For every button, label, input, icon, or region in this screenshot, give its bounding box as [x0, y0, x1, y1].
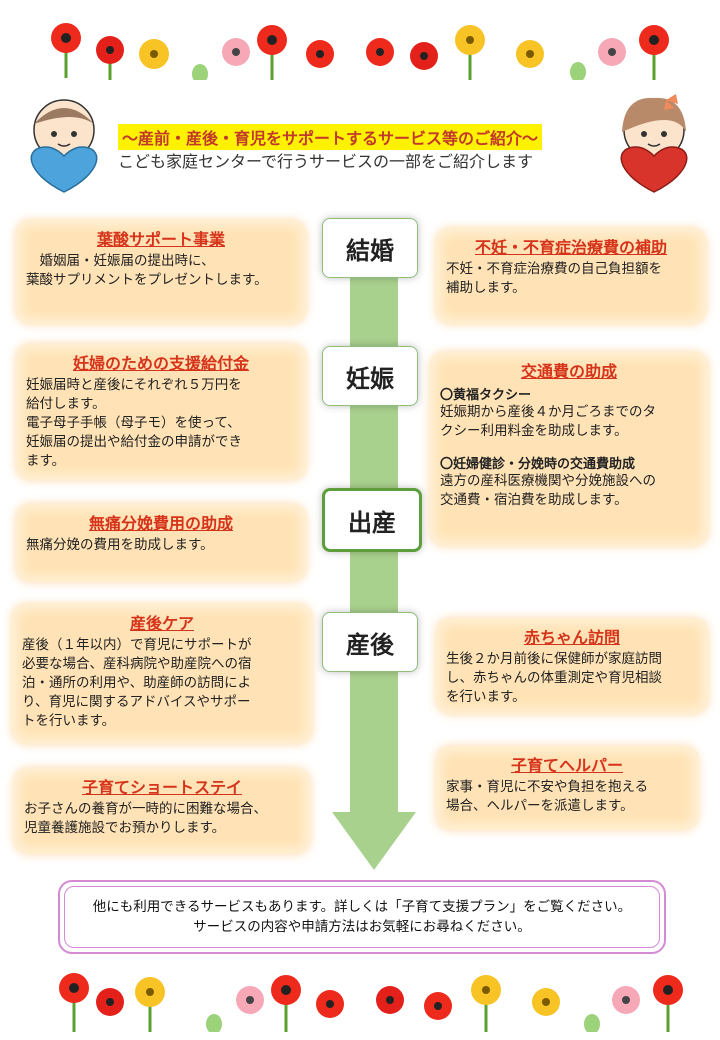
card-text: 生後２か月前後に保健師が家庭訪問 し、赤ちゃんの体重測定や育児相談 を行います。 — [446, 651, 662, 705]
card-folic-acid-support: 葉酸サポート事業 婚姻届・妊娠届の提出時に、 葉酸サプリメントをプレゼントします… — [16, 220, 306, 324]
card-short-stay: 子育てショートステイ お子さんの養育が一時的に困難な場合、 児童養護施設でお預か… — [14, 768, 310, 854]
card-text: 妊娠届時と産後にそれぞれ５万円を 給付します。 電子母子手帳（母子モ）を使って、… — [26, 377, 242, 469]
card-text: 無痛分娩の費用を助成します。 — [26, 537, 214, 553]
stage-birth: 出産 — [322, 488, 422, 552]
card-childcare-helper: 子育てヘルパー 家事・育児に不安や負担を抱える 場合、ヘルパーを派遣します。 — [436, 746, 698, 830]
card-title: 子育てショートステイ — [81, 778, 242, 797]
page-title: 〜産前・産後・育児をサポートするサービス等のご紹介〜 — [118, 124, 543, 150]
flower-border-top — [51, 23, 669, 80]
card-infertility-subsidy: 不妊・不育症治療費の補助 不妊・不育症治療費の自己負担額を 補助します。 — [436, 228, 706, 324]
footer-line-1: 他にも利用できるサービスもあります。詳しくは「子育て支援プラン」をご覧ください。 — [92, 899, 632, 915]
card-pregnancy-benefit: 妊婦のための支援給付金 妊娠届時と産後にそれぞれ５万円を 給付します。 電子母子… — [16, 344, 306, 480]
card-text: 婚姻届・妊娠届の提出時に、 葉酸サプリメントをプレゼントします。 — [26, 253, 268, 288]
stage-marriage: 結婚 — [322, 218, 418, 278]
card-title: 葉酸サポート事業 — [96, 230, 225, 249]
card-text: 遠方の産科医療機関や分娩施設への 交通費・宿泊費を助成します。 — [440, 473, 656, 508]
card-title: 無痛分娩費用の助成 — [88, 514, 233, 533]
girl-with-heart-illustration — [620, 94, 688, 193]
card-text: 妊娠期から産後４か月ごろまでのタ クシー利用料金を助成します。 — [440, 404, 656, 439]
flower-border-bottom — [59, 973, 683, 1032]
page-subtitle: こども家庭センターで行うサービスの一部をご紹介します — [118, 152, 534, 171]
card-baby-visit: 赤ちゃん訪問 生後２か月前後に保健師が家庭訪問 し、赤ちゃんの体重測定や育児相談… — [436, 618, 708, 714]
footer-note: 他にも利用できるサービスもあります。詳しくは「子育て支援プラン」をご覧ください。… — [58, 880, 666, 954]
card-transport-subsidy: 交通費の助成 〇黄福タクシー 妊娠期から産後４か月ごろまでのタ クシー利用料金を… — [430, 352, 708, 546]
card-text: お子さんの養育が一時的に困難な場合、 児童養護施設でお預かりします。 — [24, 801, 267, 836]
stage-pregnancy: 妊娠 — [322, 346, 418, 406]
card-title: 子育てヘルパー — [510, 756, 623, 775]
card-text: 不妊・不育症治療費の自己負担額を 補助します。 — [446, 261, 662, 296]
card-title: 妊婦のための支援給付金 — [72, 354, 249, 373]
footer-line-2: サービスの内容や申請方法はお気軽にお尋ねください。 — [193, 919, 531, 935]
card-title: 交通費の助成 — [520, 362, 617, 381]
card-painless-delivery: 無痛分娩費用の助成 無痛分娩の費用を助成します。 — [16, 504, 306, 582]
card-subheading: 〇黄福タクシー — [440, 388, 532, 403]
card-title: 赤ちゃん訪問 — [523, 628, 620, 647]
card-text: 産後（１年以内）で育児にサポートが 必要な場合、産科病院や助産院への宿 泊・通所… — [22, 637, 252, 729]
card-title: 産後ケア — [129, 614, 194, 633]
card-title: 不妊・不育症治療費の補助 — [474, 238, 667, 257]
boy-with-heart-illustration — [30, 99, 98, 193]
card-text: 家事・育児に不安や負担を抱える 場合、ヘルパーを派遣します。 — [446, 779, 649, 814]
card-postpartum-care: 産後ケア 産後（１年以内）で育児にサポートが 必要な場合、産科病院や助産院への宿… — [12, 604, 312, 744]
stage-postpartum: 産後 — [322, 612, 418, 672]
card-subheading: 〇妊婦健診・分娩時の交通費助成 — [440, 457, 636, 472]
